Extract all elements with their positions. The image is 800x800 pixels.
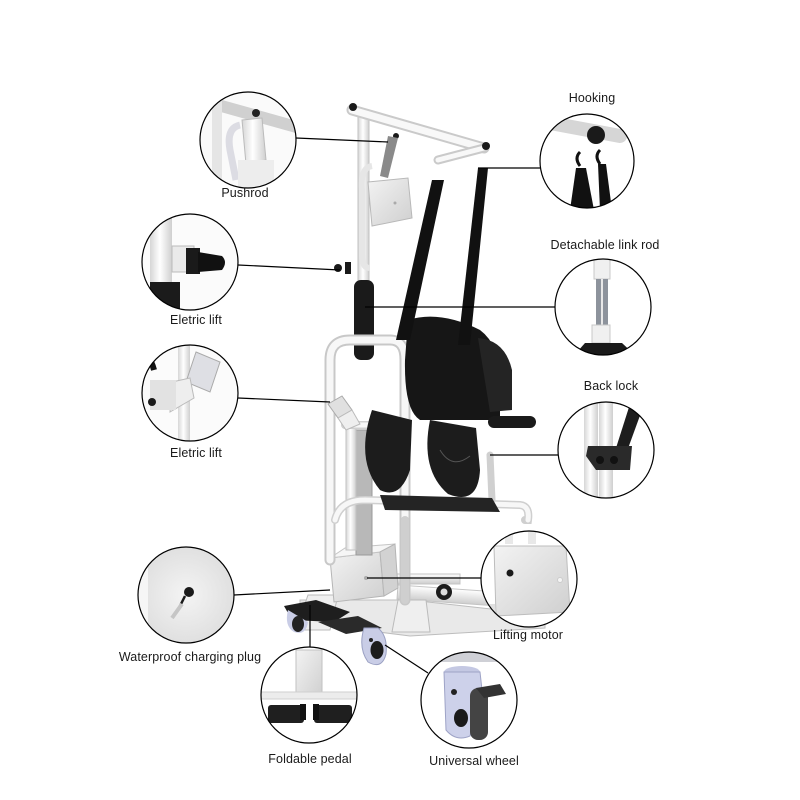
callout-border [141,344,239,442]
label-pushrod: Pushrod [221,186,269,200]
callout-pushrod [200,92,296,188]
label-foldable-pedal: Foldable pedal [268,752,352,766]
label-electric-lift-top: Eletric lift [170,313,222,327]
callout-electric-lift-top [142,214,238,310]
label-waterproof-charging-plug: Waterproof charging plug [118,650,262,664]
callout-foldable-pedal [261,647,357,743]
hand-controller-icon [327,395,361,431]
callout-border [480,530,578,628]
lift-knob-icon [334,262,351,274]
callout-universal-wheel [421,652,517,748]
label-universal-wheel: Universal wheel [429,754,519,768]
sling-strap-icon [396,168,488,345]
callout-border [554,258,652,356]
callout-border [420,651,518,749]
callout-border [199,91,297,189]
callout-detachable-link-rod [555,259,651,355]
caster-wheel-icon [286,610,387,666]
callout-border [539,113,635,209]
callout-hooking [540,114,634,208]
label-detachable-link-rod: Detachable link rod [550,238,660,252]
label-lifting-motor: Lifting motor [492,628,564,642]
sling-seat-icon [365,316,536,512]
callout-back-lock [558,402,654,498]
pushrod-actuator-icon [358,136,413,271]
callout-border [260,646,358,744]
boom-arm-icon [346,103,490,165]
callout-border [557,401,655,499]
label-electric-lift-handle: Eletric lift [170,446,222,460]
rear-wheel-icon [436,584,452,600]
label-hooking: Hooking [568,91,616,105]
label-back-lock: Back lock [583,379,639,393]
callout-border [141,213,239,311]
callout-border [137,546,235,644]
callout-lifting-motor [481,531,577,627]
leader-lines [233,137,558,674]
callout-waterproof-charging-plug [138,547,234,643]
